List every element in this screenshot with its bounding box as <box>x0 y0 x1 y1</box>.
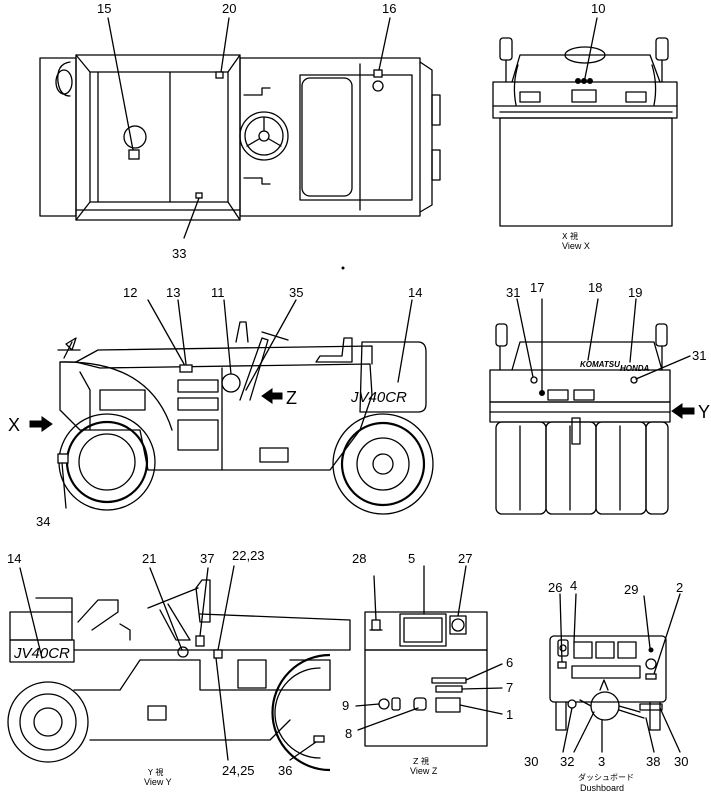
viewz-jp: Z 視 <box>413 757 429 766</box>
callout-26: 26 <box>548 580 562 595</box>
decal-15 <box>128 149 140 160</box>
dashboard-view: 26 4 29 2 30 32 3 38 30 ダッシュボード Dushboar… <box>524 578 688 793</box>
callout-34: 34 <box>36 514 50 529</box>
callout-9: 9 <box>342 698 349 713</box>
viewz-lower-panel <box>364 649 488 747</box>
decal-31a <box>530 376 538 384</box>
callout-37: 37 <box>200 551 214 566</box>
view-x: 10 X 視 View X <box>492 1 678 251</box>
viewz-caption: View Z <box>410 766 438 776</box>
callout-24-25: 24,25 <box>222 763 255 778</box>
callout-29: 29 <box>624 582 638 597</box>
dash-caption: Dushboard <box>580 783 624 793</box>
side-arrow-z-label: Z <box>286 388 297 408</box>
viewy-tire <box>7 681 89 763</box>
top-steering-wheel <box>239 111 289 161</box>
dash-panel <box>549 635 667 703</box>
side-body <box>59 361 373 471</box>
callout-33: 33 <box>172 246 186 261</box>
view-z: 28 5 27 6 7 9 1 8 Z 視 View Z <box>342 551 513 776</box>
viewz-item-1 <box>435 697 461 713</box>
callout-38: 38 <box>646 754 660 769</box>
callout-11: 11 <box>211 285 225 300</box>
callout-1: 1 <box>506 707 513 722</box>
callout-10: 10 <box>591 1 605 16</box>
decal-16 <box>373 69 383 78</box>
callout-17: 17 <box>530 280 544 295</box>
view-y: JV40CR 14 21 37 22,23 24,25 36 <box>7 548 351 787</box>
rear-arrow-y-label: Y <box>698 402 710 422</box>
callout-30a: 30 <box>524 754 538 769</box>
callout-12: 12 <box>123 285 137 300</box>
side-arrow-x <box>29 416 53 432</box>
decal-17 <box>539 390 545 396</box>
callout-21: 21 <box>142 551 156 566</box>
rear-brand: KOMATSU <box>580 360 620 369</box>
side-arrow-z <box>261 388 283 404</box>
decal-13 <box>179 364 193 373</box>
decal-20 <box>215 71 224 79</box>
callout-5: 5 <box>408 551 415 566</box>
callout-30b: 30 <box>674 754 688 769</box>
viewy-engine-cover <box>9 639 75 663</box>
viewy-caption: View Y <box>144 777 172 787</box>
decal-37 <box>195 635 205 647</box>
callout-28: 28 <box>352 551 366 566</box>
callout-35: 35 <box>289 285 303 300</box>
rear-view: KOMATSU HONDA Y 31 17 18 19 31 <box>489 280 710 515</box>
viewx-jp: X 視 <box>562 232 578 241</box>
viewx-wheel <box>564 46 606 64</box>
side-drum <box>58 413 156 511</box>
dash-jp: ダッシュボード <box>578 772 634 782</box>
callout-31a: 31 <box>506 285 520 300</box>
side-engine-cover <box>359 341 427 413</box>
callout-14-y: 14 <box>7 551 21 566</box>
top-rear-inner <box>89 71 229 203</box>
rear-arrow-y <box>671 403 695 419</box>
rear-tire-right <box>645 421 669 515</box>
decal-2 <box>645 673 657 680</box>
decal-26 <box>557 661 567 669</box>
rear-brand-small: HONDA <box>620 364 650 373</box>
callout-2: 2 <box>676 580 683 595</box>
callout-6: 6 <box>506 655 513 670</box>
callout-3: 3 <box>598 754 605 769</box>
callout-15: 15 <box>97 1 111 16</box>
top-front-body <box>239 57 421 217</box>
dash-column <box>590 691 620 721</box>
top-view: 15 20 16 33 <box>39 1 441 261</box>
top-seat <box>301 77 353 197</box>
viewy-jp: Y 視 <box>147 768 163 777</box>
callout-27: 27 <box>458 551 472 566</box>
rear-tire-left <box>495 421 547 515</box>
decal-36 <box>313 735 325 743</box>
callout-8: 8 <box>345 726 352 741</box>
callout-4: 4 <box>570 578 577 593</box>
rear-body <box>489 369 671 403</box>
callout-16: 16 <box>382 1 396 16</box>
callout-7: 7 <box>506 680 513 695</box>
callout-13: 13 <box>166 285 180 300</box>
callout-14: 14 <box>408 285 422 300</box>
side-tire <box>332 413 434 515</box>
callout-19: 19 <box>628 285 642 300</box>
callout-18: 18 <box>588 280 602 295</box>
side-view: JV40CR Z X 12 13 <box>8 285 434 529</box>
decal-33 <box>195 192 203 199</box>
callout-31b: 31 <box>692 348 706 363</box>
callout-36: 36 <box>278 763 292 778</box>
viewx-caption: View X <box>562 241 590 251</box>
side-arrow-x-label: X <box>8 415 20 435</box>
callout-32: 32 <box>560 754 574 769</box>
side-model-text: JV40CR <box>350 389 407 406</box>
top-rear-body <box>75 54 241 221</box>
decal-22-23 <box>213 649 223 659</box>
decal-31b <box>630 376 638 384</box>
callout-20: 20 <box>222 1 236 16</box>
decal-34 <box>57 453 69 464</box>
callout-22-23: 22,23 <box>232 548 265 563</box>
viewx-drum <box>499 117 673 227</box>
